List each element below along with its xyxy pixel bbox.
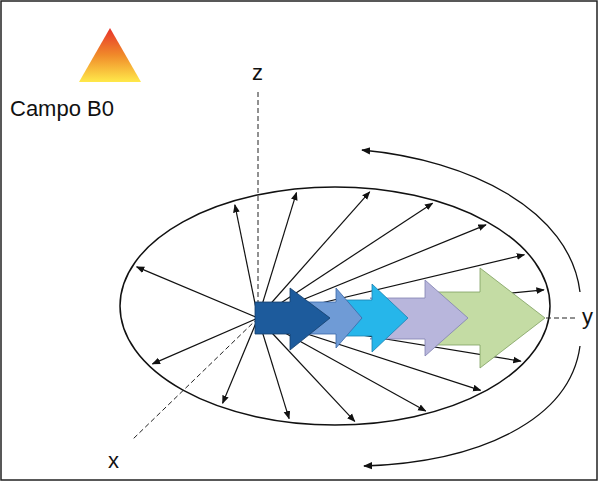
spin-vector (137, 267, 258, 318)
precession-ellipse (120, 187, 550, 425)
magnetization-arrows (255, 268, 545, 368)
spin-vector (235, 205, 258, 318)
rotation-arrow (362, 150, 580, 292)
axis-label: z (252, 62, 263, 84)
rotation-arrow (364, 346, 580, 466)
field-label: Campo B0 (10, 98, 114, 120)
z-axis (258, 92, 259, 318)
field-triangle (79, 28, 141, 82)
spin-vector (152, 318, 258, 364)
axis-label: y (582, 306, 593, 328)
x-axis (132, 318, 258, 440)
axis-label: x (108, 450, 119, 472)
